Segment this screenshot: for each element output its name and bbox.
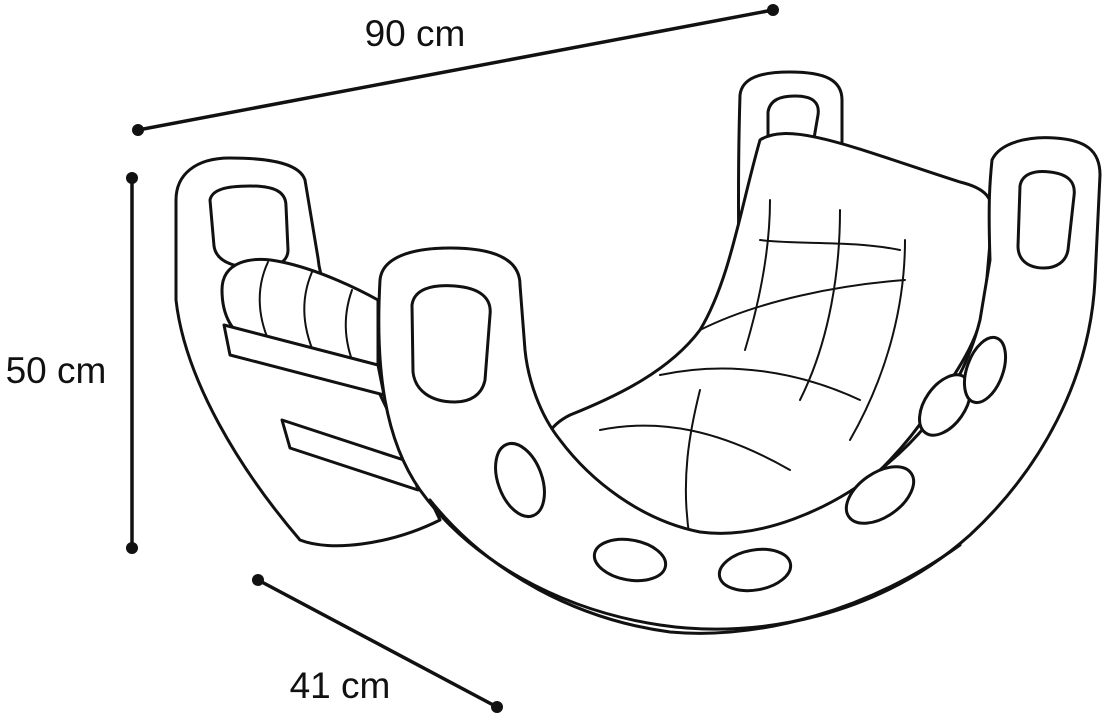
seat-cushion-seam-4: [759, 239, 901, 251]
width-dimension-end-dot: [767, 4, 779, 16]
height-dimension-label: 50 cm: [6, 350, 107, 391]
seat-cushion-seam-8: [684, 389, 701, 541]
rocker-front-panel-right-handle: [1016, 170, 1076, 270]
width-dimension-start-dot: [132, 124, 144, 136]
front-panel-hole-6: [962, 335, 1008, 405]
front-panel-hole-4: [844, 465, 916, 525]
rocker-illustration: [174, 70, 1102, 635]
depth-dimension-label: 41 cm: [290, 665, 391, 706]
depth-dimension-line: [256, 578, 499, 709]
rocker-left-back-panel-handle: [208, 184, 290, 270]
depth-dimension: 41 cm: [252, 574, 503, 713]
rocker-front-panel: [377, 136, 1102, 631]
height-dimension: 50 cm: [6, 172, 138, 554]
seat-cushion-seam-7: [849, 239, 906, 441]
front-panel-hole-3: [717, 547, 793, 593]
rocker-front-panel-thickness-edge: [428, 498, 962, 635]
front-panel-hole-2: [592, 537, 668, 583]
height-dimension-end-dot: [126, 542, 138, 554]
seat-cushion-seam-2: [659, 367, 861, 401]
rocker-slat-2: [280, 418, 420, 492]
front-panel-hole-1: [494, 442, 546, 518]
height-dimension-start-dot: [126, 172, 138, 184]
depth-dimension-start-dot: [252, 574, 264, 586]
seat-cushion-seam-5: [744, 199, 771, 351]
rocker-front-panel-left-handle: [410, 284, 492, 404]
width-dimension-line: [136, 8, 775, 132]
width-dimension-label: 90 cm: [365, 13, 466, 54]
seat-cushion-seam-1: [699, 279, 906, 331]
depth-dimension-end-dot: [491, 701, 503, 713]
seat-cushion-seam-6: [799, 209, 841, 401]
width-dimension: 90 cm: [132, 4, 779, 136]
